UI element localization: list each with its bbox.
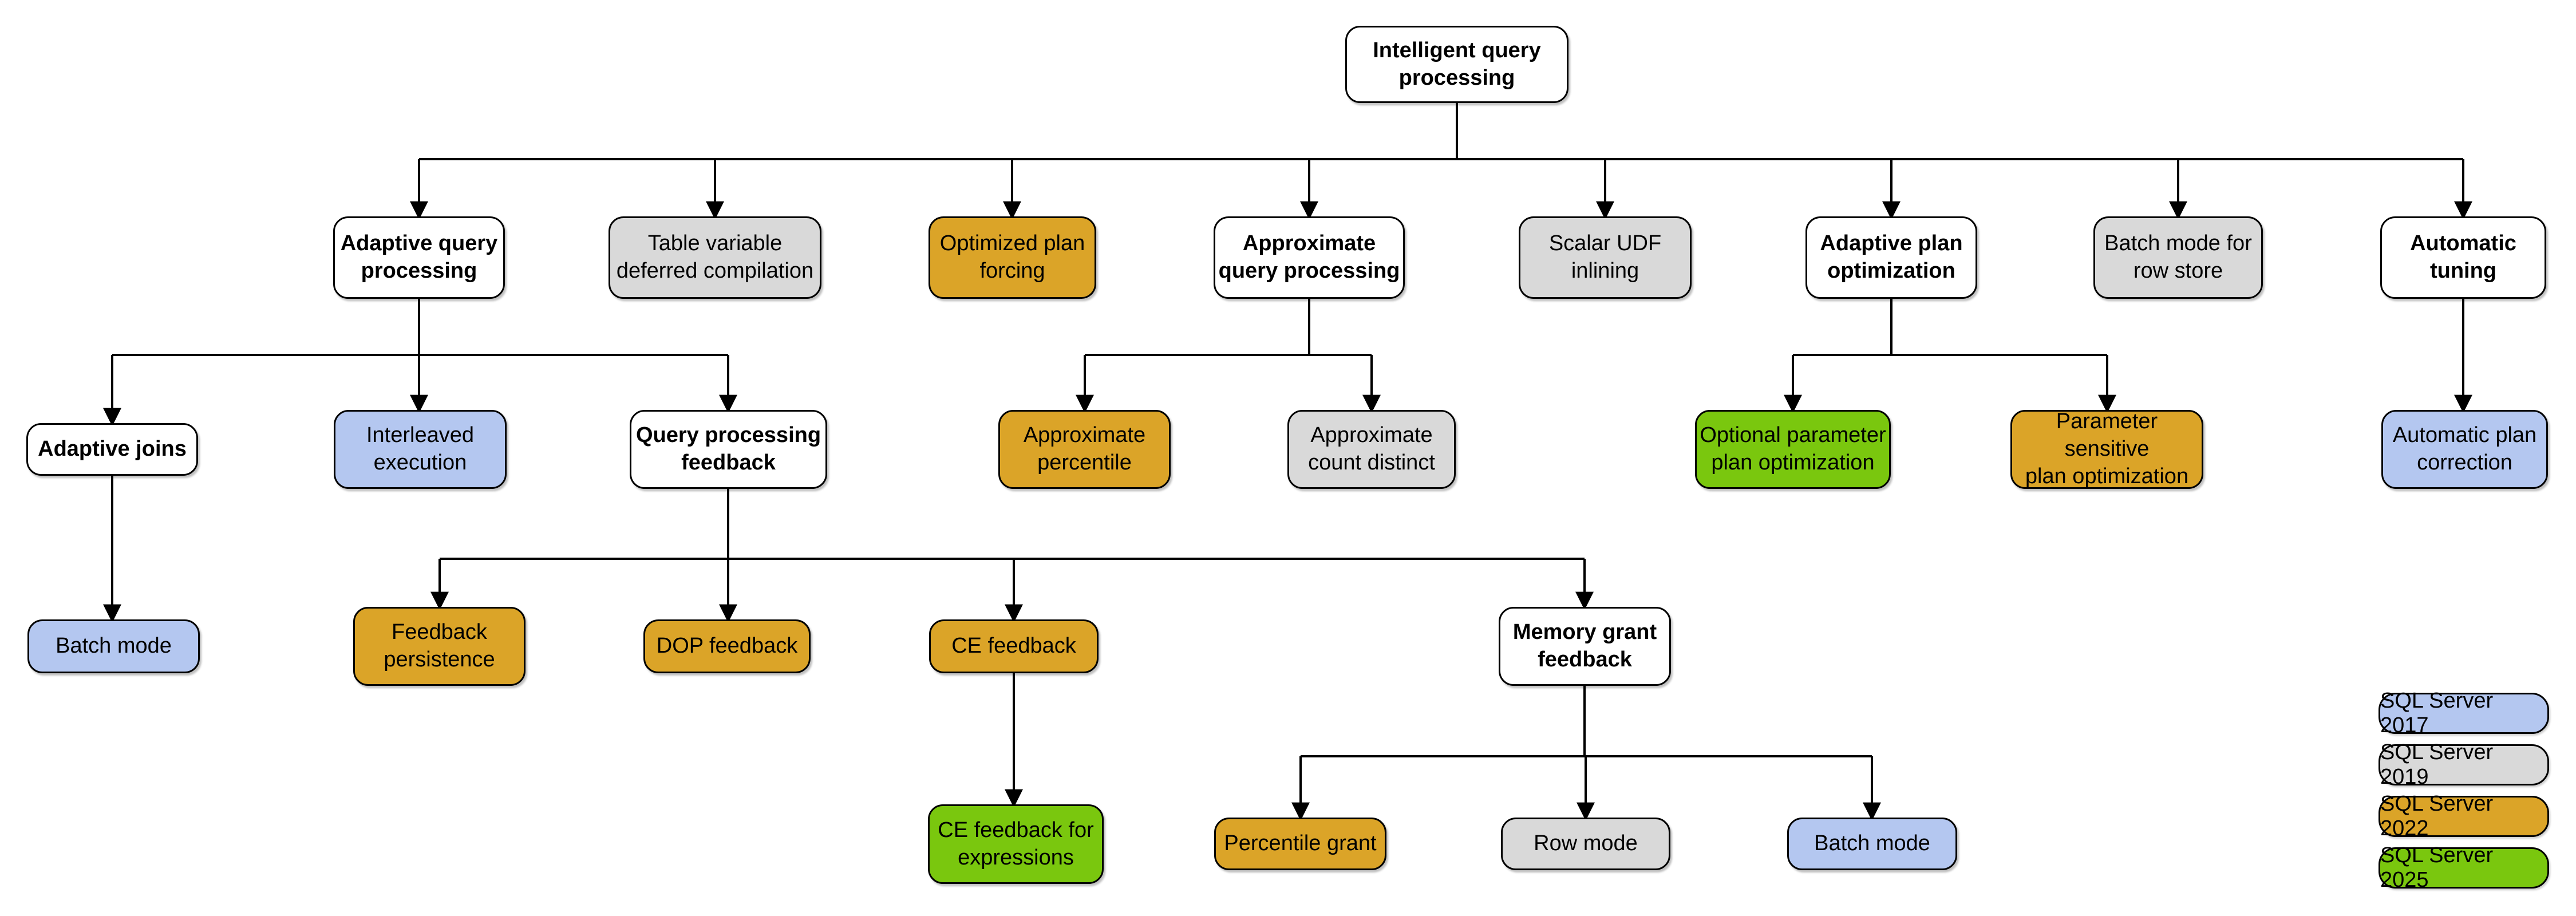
legend-item-sql-server-2022: SQL Server 2022 (2379, 792, 2549, 840)
legend-item-sql-server-2019: SQL Server 2019 (2379, 740, 2549, 789)
node-approximate-count-distinct: Approximate count distinct (1287, 410, 1456, 489)
node-optimized-plan-forcing: Optimized plan forcing (929, 216, 1096, 299)
node-memory-grant-feedback: Memory grant feedback (1499, 607, 1671, 686)
node-approximate-query-processing: Approximate query processing (1214, 216, 1405, 299)
node-percentile-grant: Percentile grant (1214, 818, 1386, 870)
node-adaptive-joins: Adaptive joins (26, 423, 198, 476)
node-optional-parameter-plan-optimization: Optional parameter plan optimization (1695, 410, 1891, 489)
node-adaptive-plan-optimization: Adaptive plan optimization (1805, 216, 1977, 299)
node-adaptive-query-processing: Adaptive query processing (333, 216, 505, 299)
node-automatic-plan-correction: Automatic plan correction (2381, 410, 2548, 489)
node-table-variable-deferred-compilation: Table variable deferred compilation (609, 216, 821, 299)
node-batch-mode-for-row-store: Batch mode for row store (2093, 216, 2263, 299)
node-feedback-persistence: Feedback persistence (353, 607, 526, 686)
node-parameter-sensitive-plan-optimization: Parameter sensitive plan optimization (2010, 409, 2203, 489)
node-row-mode: Row mode (1501, 818, 1670, 870)
legend-item-sql-server-2017: SQL Server 2017 (2379, 689, 2549, 737)
node-approximate-percentile: Approximate percentile (998, 410, 1171, 489)
node-intelligent-query-processing: Intelligent query processing (1345, 26, 1568, 103)
node-ce-feedback: CE feedback (929, 619, 1099, 673)
node-ce-feedback-for-expressions: CE feedback for expressions (928, 804, 1104, 884)
node-query-processing-feedback: Query processing feedback (630, 410, 827, 489)
node-scalar-udf-inlining: Scalar UDF inlining (1519, 216, 1692, 299)
node-automatic-tuning: Automatic tuning (2380, 216, 2546, 299)
node-dop-feedback: DOP feedback (643, 619, 811, 673)
node-interleaved-execution: Interleaved execution (334, 410, 507, 489)
legend-item-sql-server-2025: SQL Server 2025 (2379, 843, 2549, 892)
node-batch-mode-adaptive-joins: Batch mode (27, 619, 200, 673)
node-batch-mode-memory-grant: Batch mode (1787, 818, 1957, 870)
